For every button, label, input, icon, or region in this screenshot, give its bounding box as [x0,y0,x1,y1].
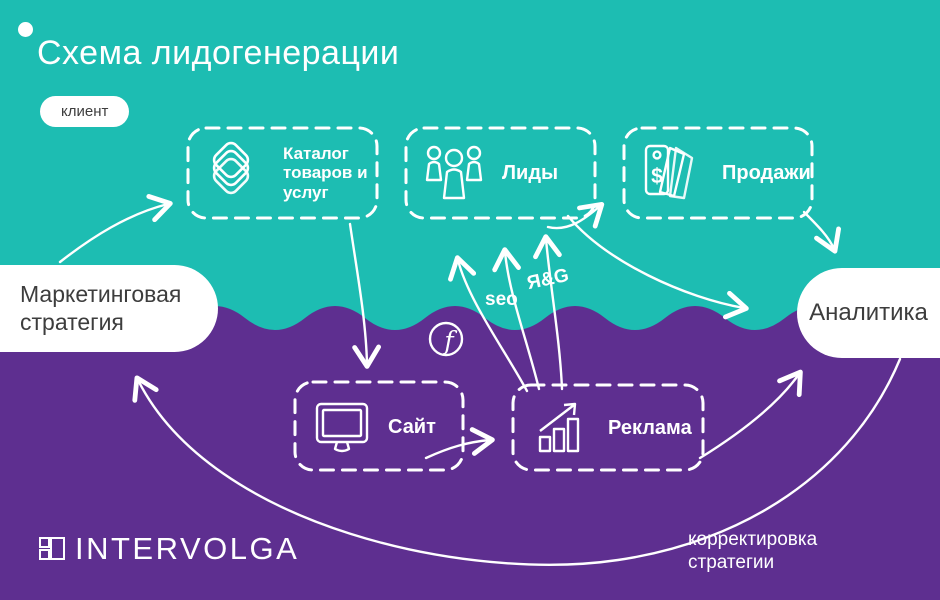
arrow-ads-to-leads-facebook [448,255,529,393]
svg-text:$: $ [651,165,663,188]
title-dot [18,22,33,37]
facebook-icon: f [428,321,464,357]
arrow-strategy-to-catalog [58,194,173,264]
monitor-icon [315,402,369,453]
sales-label: Продажи [722,161,811,184]
page-title: Схема лидогенерации [37,34,400,72]
chart-growth-icon [538,402,580,453]
svg-text:f: f [442,326,457,355]
arrow-ads-to-leads-yg [533,234,564,391]
intervolga-logo: INTERVOLGA [38,531,299,567]
arrow-leads-to-sales [546,202,605,230]
layers-icon [212,141,250,195]
catalog-label: Каталог товаров и услуг [283,144,368,202]
marketing-strategy-label: Маркетинговая стратегия [20,281,182,335]
arrow-sales-to-analytics [802,210,842,254]
arrow-ads-to-analytics [698,369,803,460]
intervolga-logo-text: INTERVOLGA [75,531,300,566]
intervolga-logo-icon [39,537,65,560]
analytics-pill: Аналитика [797,268,940,358]
site-label: Сайт [388,415,436,438]
marketing-strategy-pill: Маркетинговая стратегия [0,265,218,352]
leads-label: Лиды [502,161,559,184]
node-sales: $ Продажи [640,137,811,209]
node-ads: Реклама [532,396,692,460]
node-catalog: Каталог товаров и услуг [203,137,375,209]
ads-label: Реклама [608,416,692,439]
price-tag-icon: $ [644,144,694,200]
people-icon [425,145,483,200]
node-site: Сайт [312,395,436,459]
seo-label: seo [485,289,518,310]
node-leads: Лиды [422,137,558,209]
yandex-google-label: Я&G [525,264,571,295]
analytics-label: Аналитика [809,299,928,326]
arrow-leads-to-analytics [566,214,749,320]
strategy-correction-note: корректировка стратегии [688,529,818,574]
arrow-catalog-to-site [348,222,382,369]
client-badge: клиент [40,96,130,127]
